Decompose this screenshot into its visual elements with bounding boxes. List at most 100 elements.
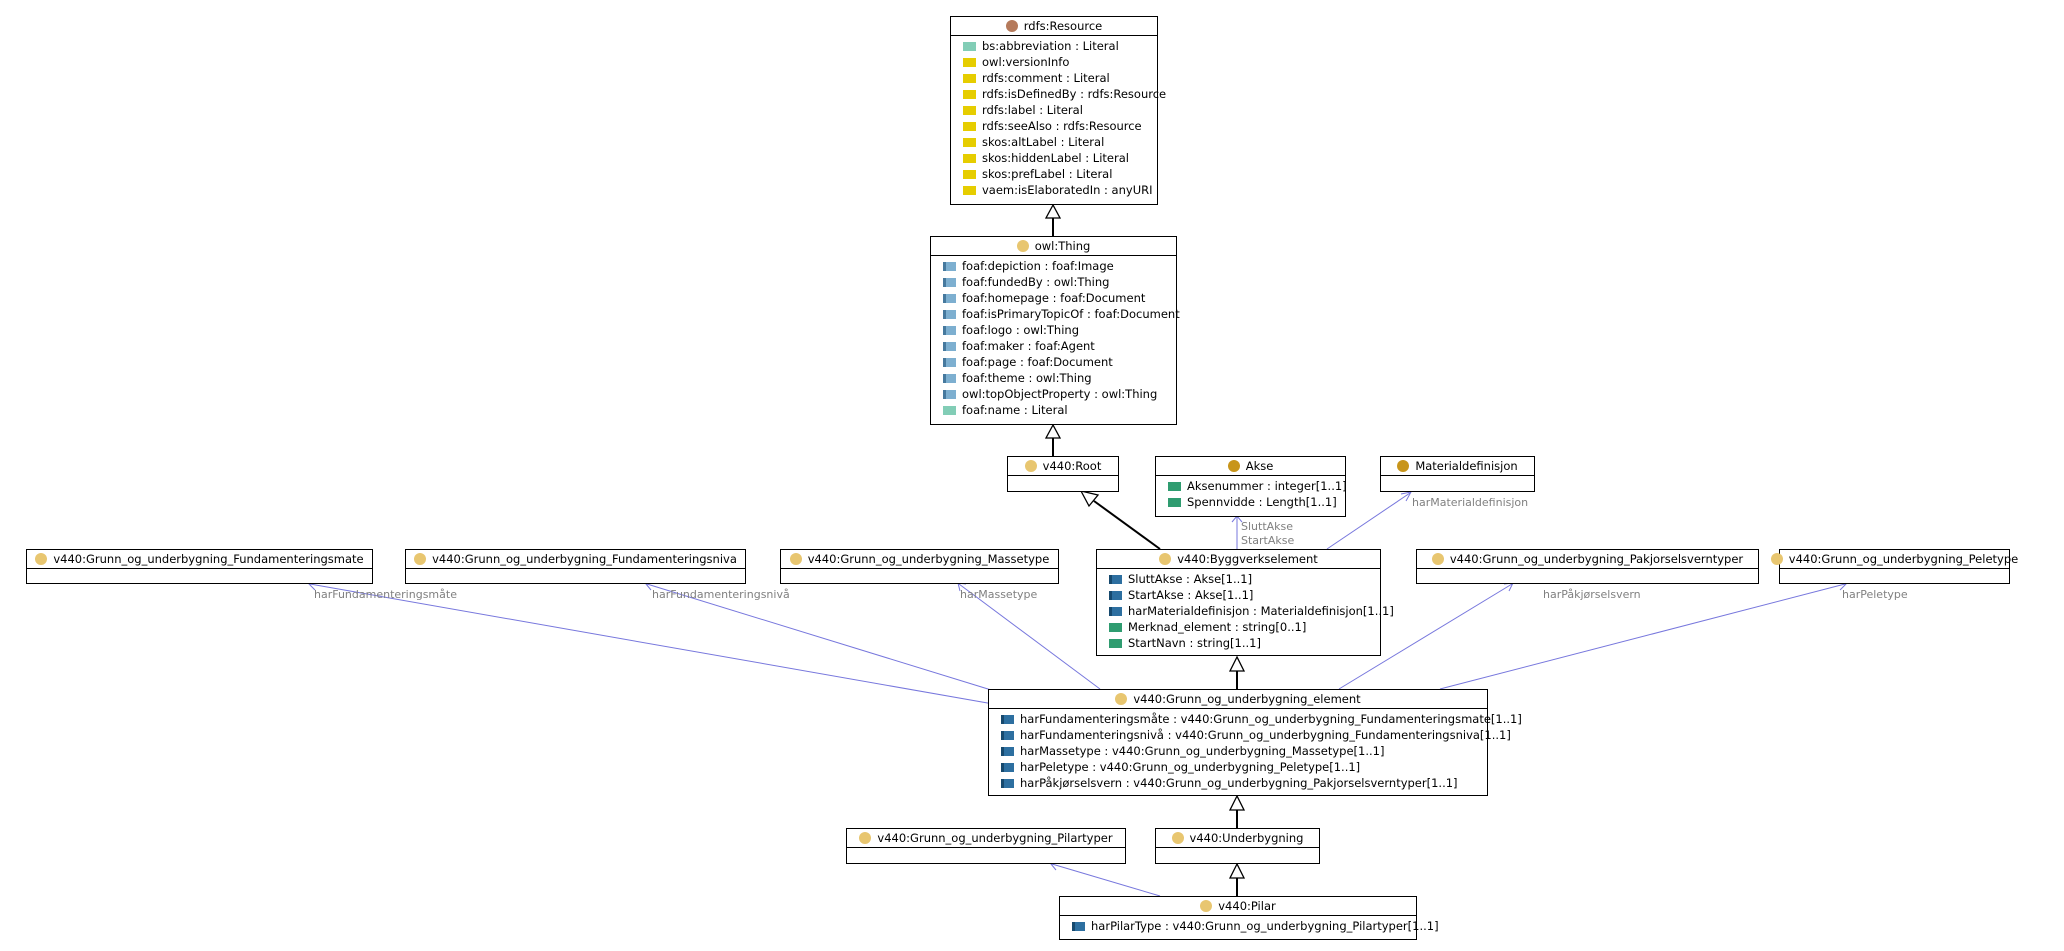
attribute-row[interactable]: foaf:page : foaf:Document [931, 354, 1176, 370]
attribute-row[interactable]: rdfs:label : Literal [951, 102, 1157, 118]
attribute-list: harPilarType : v440:Grunn_og_underbygnin… [1060, 916, 1439, 938]
class-header: v440:Grunn_og_underbygning_Pilartyper [847, 829, 1125, 848]
class-header: v440:Pilar [1060, 897, 1416, 916]
attribute-row[interactable]: harPeletype : v440:Grunn_og_underbygning… [989, 759, 1487, 775]
attribute-row[interactable]: harMaterialdefinisjon : Materialdefinisj… [1097, 603, 1394, 619]
class-header: v440:Root [1008, 457, 1118, 476]
attribute-row[interactable]: rdfs:seeAlso : rdfs:Resource [951, 118, 1157, 134]
attribute-row[interactable]: skos:altLabel : Literal [951, 134, 1157, 150]
arrowhead-thing [1044, 423, 1062, 439]
literal-icon [963, 41, 976, 51]
class-icon [1431, 553, 1444, 565]
attribute-row[interactable]: harFundamenteringsnivå : v440:Grunn_og_u… [989, 727, 1511, 743]
attribute-row[interactable]: foaf:maker : foaf:Agent [931, 338, 1176, 354]
literal-icon [943, 405, 956, 415]
attribute-row[interactable]: StartAkse : Akse[1..1] [1097, 587, 1380, 603]
class-akse[interactable]: Akse Aksenummer : integer[1..1] Spennvid… [1155, 456, 1347, 517]
attribute-label: owl:versionInfo [982, 55, 1070, 69]
class-massetype[interactable]: v440:Grunn_og_underbygning_Massetype [780, 549, 1059, 584]
annotation-icon [963, 169, 976, 179]
attribute-label: StartAkse : Akse[1..1] [1128, 588, 1254, 602]
object-property-icon [943, 357, 956, 367]
edge-label-slutt-akse: SluttAkse [1241, 520, 1294, 533]
object-property-icon [943, 325, 956, 335]
annotation-icon [963, 121, 976, 131]
attribute-row[interactable]: SluttAkse : Akse[1..1] [1097, 571, 1380, 587]
edge-massetype [958, 583, 1101, 690]
attribute-row[interactable]: harMassetype : v440:Grunn_og_underbygnin… [989, 743, 1487, 759]
datatype-property-icon [1109, 638, 1122, 648]
class-owl-thing[interactable]: owl:Thing foaf:depiction : foaf:Image fo… [930, 236, 1180, 425]
arrowhead-materialdef [1400, 491, 1412, 502]
attribute-row[interactable]: skos:hiddenLabel : Literal [951, 150, 1157, 166]
attribute-row[interactable]: harFundamenteringsmåte : v440:Grunn_og_u… [989, 711, 1522, 727]
arrowhead-bygg [1228, 655, 1246, 672]
attribute-row[interactable]: harPilarType : v440:Grunn_og_underbygnin… [1060, 918, 1439, 934]
object-property-icon [943, 309, 956, 319]
attribute-row[interactable]: foaf:homepage : foaf:Document [931, 290, 1176, 306]
class-fundamenteringsmate[interactable]: v440:Grunn_og_underbygning_Fundamenterin… [26, 549, 373, 584]
class-title: v440:Root [1042, 459, 1102, 473]
attribute-row[interactable]: rdfs:isDefinedBy : rdfs:Resource [951, 86, 1166, 102]
attribute-row[interactable]: skos:prefLabel : Literal [951, 166, 1157, 182]
attribute-row[interactable]: Spennvidde : Length[1..1] [1156, 494, 1345, 510]
attribute-row[interactable]: foaf:depiction : foaf:Image [931, 258, 1176, 274]
attribute-label: rdfs:comment : Literal [982, 71, 1110, 85]
class-byggverkselement[interactable]: v440:Byggverkselement SluttAkse : Akse[1… [1096, 549, 1394, 656]
edge-pilartyper [1051, 863, 1161, 897]
object-property-icon [1001, 762, 1014, 772]
class-title: v440:Grunn_og_underbygning_element [1133, 692, 1361, 706]
resource-icon [1005, 20, 1018, 32]
attribute-label: bs:abbreviation : Literal [982, 39, 1119, 53]
object-property-icon [1001, 778, 1014, 788]
class-grunn-og-underbygning-element[interactable]: v440:Grunn_og_underbygning_element harFu… [988, 689, 1522, 796]
class-pakjorselsverntyper[interactable]: v440:Grunn_og_underbygning_Pakjorselsver… [1416, 549, 1759, 584]
class-header: v440:Grunn_og_underbygning_Fundamenterin… [406, 550, 745, 569]
class-title: Materialdefinisjon [1415, 459, 1518, 473]
object-property-icon [1109, 590, 1122, 600]
class-v440-root[interactable]: v440:Root [1007, 456, 1119, 492]
attribute-row[interactable]: Aksenummer : integer[1..1] [1156, 478, 1347, 494]
attribute-label: StartNavn : string[1..1] [1128, 636, 1261, 650]
class-title: rdfs:Resource [1023, 19, 1103, 33]
attribute-row[interactable]: harPåkjørselsvern : v440:Grunn_og_underb… [989, 775, 1487, 791]
attribute-row[interactable]: foaf:fundedBy : owl:Thing [931, 274, 1176, 290]
attribute-label: Spennvidde : Length[1..1] [1187, 495, 1337, 509]
attribute-row[interactable]: foaf:theme : owl:Thing [931, 370, 1176, 386]
edge-label-har-peletype: harPeletype [1842, 588, 1908, 601]
class-icon [1200, 900, 1213, 912]
class-peletype[interactable]: v440:Grunn_og_underbygning_Peletype [1770, 549, 2018, 584]
attribute-row[interactable]: rdfs:comment : Literal [951, 70, 1157, 86]
attribute-row[interactable]: foaf:isPrimaryTopicOf : foaf:Document [931, 306, 1180, 322]
edge-label-start-akse: StartAkse [1241, 534, 1295, 547]
attribute-row[interactable]: foaf:name : Literal [931, 402, 1176, 418]
object-property-icon [943, 261, 956, 271]
edge-bygg-root [1093, 500, 1161, 550]
restriction-icon [1397, 460, 1410, 472]
class-header: v440:Byggverkselement [1097, 550, 1380, 569]
attribute-row[interactable]: StartNavn : string[1..1] [1097, 635, 1380, 651]
object-property-icon [943, 293, 956, 303]
class-header: v440:Grunn_og_underbygning_Pakjorselsver… [1417, 550, 1758, 569]
restriction-icon [1227, 460, 1240, 472]
object-property-icon [943, 341, 956, 351]
attribute-row[interactable]: owl:topObjectProperty : owl:Thing [931, 386, 1176, 402]
class-icon [1159, 553, 1172, 565]
attribute-row[interactable]: owl:versionInfo [951, 54, 1157, 70]
class-title: v440:Grunn_og_underbygning_Pilartyper [877, 831, 1113, 845]
class-pilartyper[interactable]: v440:Grunn_og_underbygning_Pilartyper [846, 828, 1126, 864]
attribute-row[interactable]: vaem:isElaboratedIn : anyURI [951, 182, 1157, 198]
class-pilar[interactable]: v440:Pilar harPilarType : v440:Grunn_og_… [1059, 896, 1439, 940]
class-rdfs-resource[interactable]: rdfs:Resource bs:abbreviation : Literal … [950, 16, 1166, 205]
attribute-row[interactable]: bs:abbreviation : Literal [951, 38, 1157, 54]
class-fundamenteringsniva[interactable]: v440:Grunn_og_underbygning_Fundamenterin… [405, 549, 746, 584]
class-underbygning[interactable]: v440:Underbygning [1155, 828, 1320, 864]
attribute-label: foaf:fundedBy : owl:Thing [962, 275, 1110, 289]
attribute-row[interactable]: Merknad_element : string[0..1] [1097, 619, 1380, 635]
class-materialdefinisjon[interactable]: Materialdefinisjon [1380, 456, 1535, 492]
attribute-label: foaf:theme : owl:Thing [962, 371, 1092, 385]
attribute-row[interactable]: foaf:logo : owl:Thing [931, 322, 1176, 338]
attribute-label: rdfs:isDefinedBy : rdfs:Resource [982, 87, 1167, 101]
class-title: v440:Byggverkselement [1177, 552, 1318, 566]
edge-label-har-massetype: harMassetype [960, 588, 1038, 601]
